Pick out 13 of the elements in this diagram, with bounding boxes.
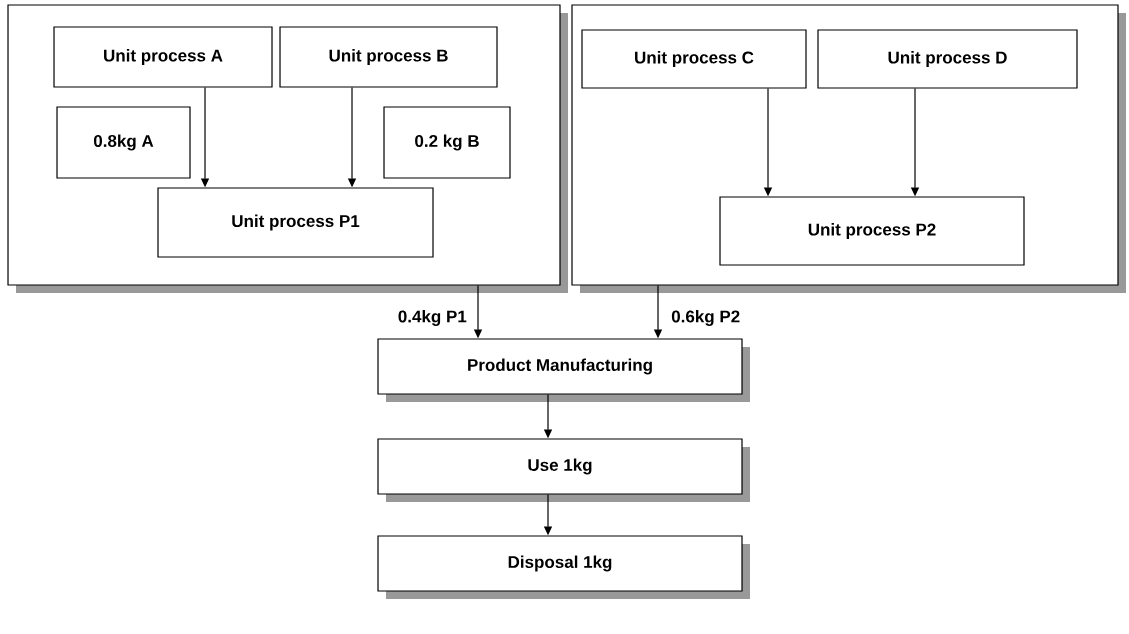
process-box: Product Manufacturing xyxy=(377,338,750,402)
quantity-box: 0.2 kg B xyxy=(383,106,511,179)
process-box: Disposal 1kg xyxy=(377,535,750,599)
process-box: Unit process B xyxy=(279,26,498,88)
process-box: Unit process C xyxy=(581,29,807,89)
edge-label: 0.6kg P2 xyxy=(670,309,742,327)
process-box: Unit process A xyxy=(53,26,273,88)
process-box: Unit process P1 xyxy=(157,187,434,258)
quantity-box: 0.8kg A xyxy=(56,106,191,179)
process-box: Unit process D xyxy=(817,29,1078,89)
edge-label: 0.4kg P1 xyxy=(396,309,468,327)
process-box: Unit process P2 xyxy=(719,196,1025,266)
process-box: Use 1kg xyxy=(377,438,750,502)
